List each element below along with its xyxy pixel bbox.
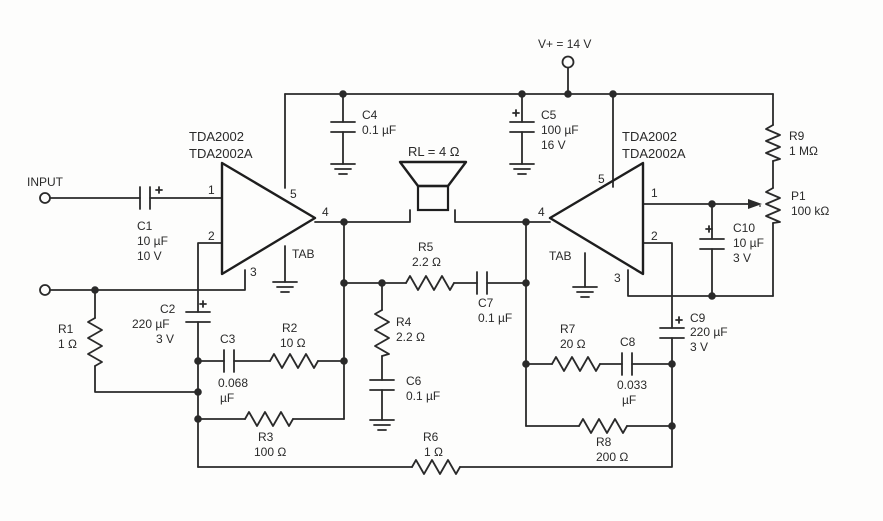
c8-value: 0.033 [617, 378, 647, 392]
c9-voltage: 3 V [690, 340, 708, 354]
resistor-r7 [551, 356, 601, 372]
amplifier-left [220, 161, 317, 276]
p1-value: 100 kΩ [791, 204, 829, 218]
c10-voltage: 3 V [733, 251, 751, 265]
amplifier-right [548, 161, 645, 276]
ground-icon [272, 163, 598, 431]
r9-value: 1 MΩ [789, 144, 818, 158]
amp-right-name: TDA2002 [622, 129, 677, 144]
amp-left-tab: TAB [292, 247, 314, 261]
c7-name: C7 [478, 296, 494, 310]
c8-name: C8 [620, 335, 636, 349]
terminal-input-ground [39, 284, 51, 296]
c6-name: C6 [406, 374, 422, 388]
p1-wiper-arrow [748, 199, 762, 209]
r7-name: R7 [560, 322, 576, 336]
c4-value: 0.1 µF [362, 123, 396, 137]
r7-value: 20 Ω [560, 337, 586, 351]
amp-right-pin2: 2 [651, 229, 658, 243]
capacitor-c6 [369, 379, 395, 391]
c10-value: 10 µF [733, 236, 764, 250]
resistor-r9 [765, 124, 781, 162]
amp-right-pin5: 5 [598, 172, 605, 186]
capacitor-c7 [476, 271, 488, 295]
resistor-r5 [405, 275, 455, 291]
c5-voltage: 16 V [541, 138, 566, 152]
c2-name: C2 [160, 302, 176, 316]
r4-value: 2.2 Ω [396, 330, 425, 344]
amp-right-pin3: 3 [614, 271, 621, 285]
r3-value: 100 Ω [254, 445, 286, 459]
capacitor-c10 [699, 238, 725, 250]
c8-unit: µF [622, 393, 636, 407]
amp-left-name-alt: TDA2002A [189, 146, 253, 161]
c3-name: C3 [220, 332, 236, 346]
amp-left-pin5: 5 [290, 187, 297, 201]
resistor-r4 [374, 309, 390, 357]
c6-value: 0.1 µF [406, 389, 440, 403]
c5-name: C5 [541, 108, 557, 122]
c9-value: 220 µF [690, 325, 728, 339]
c9-name: C9 [690, 311, 706, 325]
resistor-r6 [411, 459, 461, 475]
capacitor-c3 [223, 349, 235, 373]
r4-name: R4 [396, 315, 412, 329]
r3-name: R3 [258, 430, 274, 444]
r2-value: 10 Ω [280, 336, 306, 350]
c2-value: 220 µF [132, 317, 170, 331]
amp-left-pin3: 3 [250, 265, 257, 279]
amp-left-pin1: 1 [208, 183, 215, 197]
r1-name: R1 [58, 322, 74, 336]
amp-left-pin4: 4 [322, 205, 329, 219]
terminal-supply [561, 55, 575, 69]
r2-name: R2 [282, 321, 298, 335]
c2-voltage: 3 V [156, 332, 174, 346]
supply-label: V+ = 14 V [538, 37, 591, 51]
resistor-r2 [269, 353, 319, 369]
c1-value: 10 µF [137, 234, 168, 248]
resistor-r3 [244, 411, 294, 427]
c1-name: C1 [137, 219, 153, 233]
amp-right-tab: TAB [549, 249, 571, 263]
r8-value: 200 Ω [596, 450, 628, 464]
capacitor-c4 [330, 121, 356, 133]
c3-unit: µF [220, 391, 234, 405]
resistor-r1 [87, 317, 103, 367]
amp-right-name-alt: TDA2002A [622, 146, 686, 161]
capacitor-c8 [621, 352, 633, 376]
c3-value: 0.068 [218, 376, 248, 390]
r1-value: 1 Ω [58, 337, 77, 351]
junction-dots [91, 90, 716, 430]
c1-voltage: 10 V [137, 249, 162, 263]
r6-value: 1 Ω [424, 445, 443, 459]
p1-name: P1 [791, 189, 806, 203]
speaker-icon [398, 160, 468, 212]
input-label: INPUT [27, 175, 64, 189]
r6-name: R6 [423, 430, 439, 444]
c4-name: C4 [362, 108, 378, 122]
capacitor-c9 [659, 327, 685, 339]
amp-right-pin4: 4 [538, 205, 545, 219]
capacitor-c1 [139, 186, 151, 210]
capacitor-c2 [185, 311, 211, 323]
load-label: RL = 4 Ω [408, 144, 460, 159]
capacitor-c5 [509, 121, 535, 133]
c5-value: 100 µF [541, 123, 579, 137]
r9-name: R9 [789, 129, 805, 143]
r8-name: R8 [596, 435, 612, 449]
resistor-r8 [578, 418, 628, 434]
potentiometer-p1 [765, 187, 781, 224]
r5-value: 2.2 Ω [412, 255, 441, 269]
amp-left-pin2: 2 [208, 229, 215, 243]
amp-right-pin1: 1 [651, 186, 658, 200]
r5-name: R5 [418, 240, 434, 254]
amp-left-name: TDA2002 [189, 129, 244, 144]
c10-name: C10 [733, 221, 755, 235]
c7-value: 0.1 µF [478, 311, 512, 325]
polarity-marks [155, 109, 713, 324]
terminal-input [39, 192, 51, 204]
